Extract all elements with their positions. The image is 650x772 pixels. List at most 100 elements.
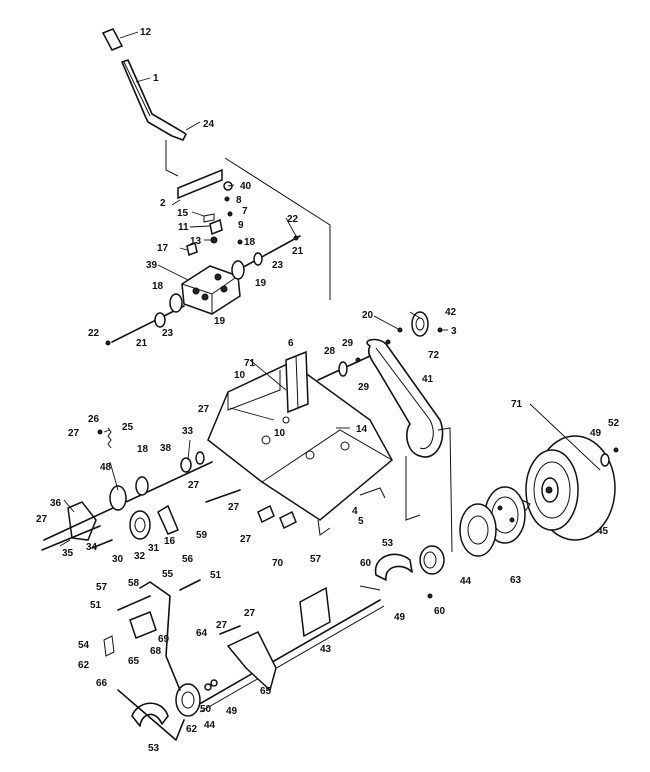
idler-arm	[157, 504, 179, 535]
callout-49: 49	[226, 706, 238, 717]
control-link-bracket	[103, 581, 181, 691]
idler-pulley-left	[109, 476, 149, 511]
callout-36: 36	[50, 498, 62, 509]
lower-shaft-assembly	[105, 293, 185, 346]
shift-lever	[121, 59, 187, 141]
lower-support	[226, 631, 277, 692]
linkage-hardware	[186, 181, 243, 257]
callout-43: 43	[320, 644, 332, 655]
frame-upright-plate	[285, 350, 309, 414]
callout-39: 39	[146, 260, 158, 271]
callout-60: 60	[434, 606, 446, 617]
callout-33: 33	[182, 426, 194, 437]
callout-49: 49	[394, 612, 406, 623]
callout-23: 23	[162, 328, 174, 339]
bolt-set	[91, 489, 241, 611]
callout-44: 44	[204, 720, 216, 731]
callout-10: 10	[234, 370, 246, 381]
callout-11: 11	[178, 222, 189, 233]
callout-62: 62	[186, 724, 198, 735]
callout-71: 71	[244, 358, 256, 369]
callout-27: 27	[240, 534, 252, 545]
brake-drum-left	[175, 679, 218, 717]
callout-14: 14	[356, 424, 368, 435]
callout-44: 44	[460, 576, 472, 587]
callout-57: 57	[310, 554, 322, 565]
brake-drum-right	[419, 545, 445, 599]
callout-56: 56	[182, 554, 194, 565]
callout-16: 16	[164, 536, 176, 547]
callout-19: 19	[255, 278, 267, 289]
callout-10: 10	[274, 428, 286, 439]
callout-65: 65	[260, 686, 272, 697]
axle-shaft	[195, 599, 385, 713]
setscrew	[385, 339, 391, 345]
callout-55: 55	[162, 569, 174, 580]
callout-25: 25	[122, 422, 134, 433]
callout-53: 53	[382, 538, 394, 549]
callout-9: 9	[238, 220, 244, 231]
pivot-bushings	[180, 451, 205, 473]
callout-40: 40	[240, 181, 252, 192]
callout-1: 1	[153, 73, 159, 84]
brake-band-left	[131, 702, 169, 727]
callout-57: 57	[96, 582, 108, 593]
callout-32: 32	[134, 551, 146, 562]
callout-3: 3	[451, 326, 457, 337]
callout-65: 65	[128, 656, 140, 667]
axle-bracket	[299, 586, 331, 638]
leader-lines	[59, 31, 601, 547]
callout-50: 50	[200, 704, 212, 715]
callout-26: 26	[88, 414, 100, 425]
callout-17: 17	[157, 243, 169, 254]
drive-sprocket	[129, 510, 151, 540]
callout-27: 27	[198, 404, 210, 415]
callout-29: 29	[342, 338, 354, 349]
callout-21: 21	[136, 338, 148, 349]
engine-pulley	[411, 311, 443, 337]
callout-53: 53	[148, 743, 160, 754]
main-frame	[207, 359, 393, 536]
callout-19: 19	[214, 316, 226, 327]
callout-2: 2	[160, 198, 166, 209]
callout-69: 69	[158, 634, 170, 645]
callout-7: 7	[242, 206, 248, 217]
upper-shaft-assembly	[231, 235, 301, 280]
callout-18: 18	[152, 281, 164, 292]
callout-28: 28	[324, 346, 336, 357]
brake-band-right	[359, 553, 413, 591]
callout-22: 22	[88, 328, 100, 339]
callout-51: 51	[210, 570, 222, 581]
callout-54: 54	[78, 640, 90, 651]
handle-grip	[101, 28, 124, 51]
spring	[97, 427, 112, 449]
wheel-assembly	[517, 435, 619, 541]
callout-59: 59	[196, 530, 208, 541]
callout-6: 6	[288, 338, 294, 349]
clutch-shaft	[41, 461, 213, 551]
callout-29: 29	[358, 382, 370, 393]
callout-62: 62	[78, 660, 90, 671]
callout-63: 63	[510, 575, 522, 586]
callout-45: 45	[597, 526, 609, 537]
callout-71: 71	[511, 399, 523, 410]
callout-34: 34	[86, 542, 98, 553]
callout-22: 22	[287, 214, 299, 225]
rod	[117, 625, 241, 741]
callout-60: 60	[360, 558, 372, 569]
callout-18: 18	[244, 237, 256, 248]
callout-15: 15	[177, 208, 189, 219]
jackshaft	[317, 355, 371, 381]
callout-52: 52	[608, 418, 620, 429]
callout-20: 20	[362, 310, 374, 321]
callout-42: 42	[445, 307, 457, 318]
callout-4: 4	[352, 506, 358, 517]
callout-51: 51	[90, 600, 102, 611]
callout-27: 27	[216, 620, 228, 631]
callout-58: 58	[128, 578, 140, 589]
callout-48: 48	[100, 462, 112, 473]
callout-35: 35	[62, 548, 74, 559]
